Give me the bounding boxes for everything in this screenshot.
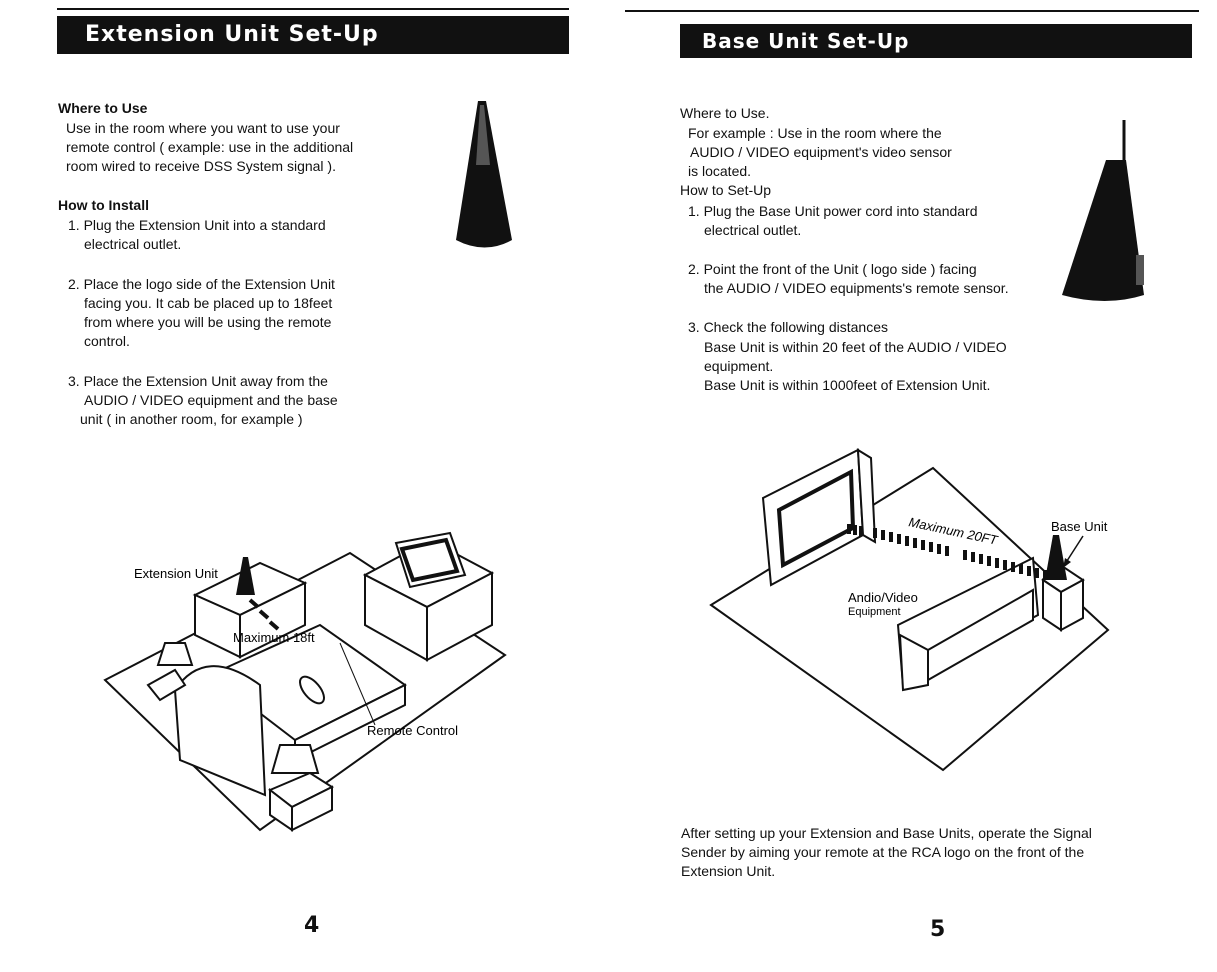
step-1-line: 1. Plug the Base Unit power cord into st… <box>688 203 978 219</box>
step-2-line: control. <box>84 333 130 349</box>
step-1-line: 1. Plug the Extension Unit into a standa… <box>68 217 326 233</box>
page-title-text: Base Unit Set-Up <box>702 29 910 53</box>
step-3-line: AUDIO / VIDEO equipment and the base <box>84 392 338 408</box>
remote-control-label: Remote Control <box>367 723 458 738</box>
how-heading: How to Set-Up <box>680 182 772 198</box>
left-page: Extension Unit Set-Up Where to Use Use i… <box>0 0 600 972</box>
step-2-line: from where you will be using the remote <box>84 314 332 330</box>
where-line: room wired to receive DSS System signal … <box>66 158 336 174</box>
step-1-line: electrical outlet. <box>704 222 802 238</box>
step-1-line: electrical outlet. <box>84 236 182 252</box>
step-3-line: 3. Place the Extension Unit away from th… <box>68 373 328 389</box>
where-line: is located. <box>688 163 752 179</box>
top-rule <box>625 10 1199 12</box>
extension-unit-illustration <box>456 101 512 248</box>
av-equipment-label: Equipment <box>848 606 901 618</box>
page-title: Extension Unit Set-Up <box>57 16 569 54</box>
av-equipment-label: Andio/Video <box>848 590 918 605</box>
where-line: AUDIO / VIDEO equipment's video sensor <box>690 144 952 160</box>
step-3-line: Base Unit is within 20 feet of the AUDIO… <box>704 339 1007 355</box>
page-number: 5 <box>930 917 946 942</box>
footer-line: Extension Unit. <box>681 863 776 879</box>
where-line: Use in the room where you want to use yo… <box>66 120 340 136</box>
step-2-line: the AUDIO / VIDEO equipments's remote se… <box>704 280 1009 296</box>
extension-unit-label: Extension Unit <box>134 566 218 581</box>
step-3-line: unit ( in another room, for example ) <box>80 411 303 427</box>
base-unit-label: Base Unit <box>1051 519 1108 534</box>
footer-line: After setting up your Extension and Base… <box>681 825 1092 841</box>
step-2-line: 2. Place the logo side of the Extension … <box>68 276 335 292</box>
step-3-line: equipment. <box>704 358 774 374</box>
base-unit-illustration <box>1062 120 1144 301</box>
where-heading: Where to Use. <box>680 105 770 121</box>
step-2-line: facing you. It cab be placed up to 18fee… <box>84 295 333 311</box>
step-2-line: 2. Point the front of the Unit ( logo si… <box>688 261 977 277</box>
where-heading: Where to Use <box>58 100 148 116</box>
footer-line: Sender by aiming your remote at the RCA … <box>681 844 1085 860</box>
step-3-line: 3. Check the following distances <box>688 319 888 335</box>
bedroom-diagram: Extension Unit Maximum 18ft Remote Contr… <box>103 531 507 832</box>
where-line: remote control ( example: use in the add… <box>66 139 354 155</box>
how-heading: How to Install <box>58 197 149 213</box>
top-rule <box>57 8 569 10</box>
where-line: For example : Use in the room where the <box>688 125 942 141</box>
living-room-diagram: Maximum 20FT Base Unit Andio/Video Equip… <box>709 448 1110 772</box>
right-page: Base Unit Set-Up Where to Use. For examp… <box>608 0 1217 972</box>
distance-label: Maximum 18ft <box>233 630 315 645</box>
step-3-line: Base Unit is within 1000feet of Extensio… <box>704 377 991 393</box>
page-number: 4 <box>304 913 320 938</box>
page-title-text: Extension Unit Set-Up <box>85 22 379 47</box>
page-title: Base Unit Set-Up <box>680 24 1192 58</box>
